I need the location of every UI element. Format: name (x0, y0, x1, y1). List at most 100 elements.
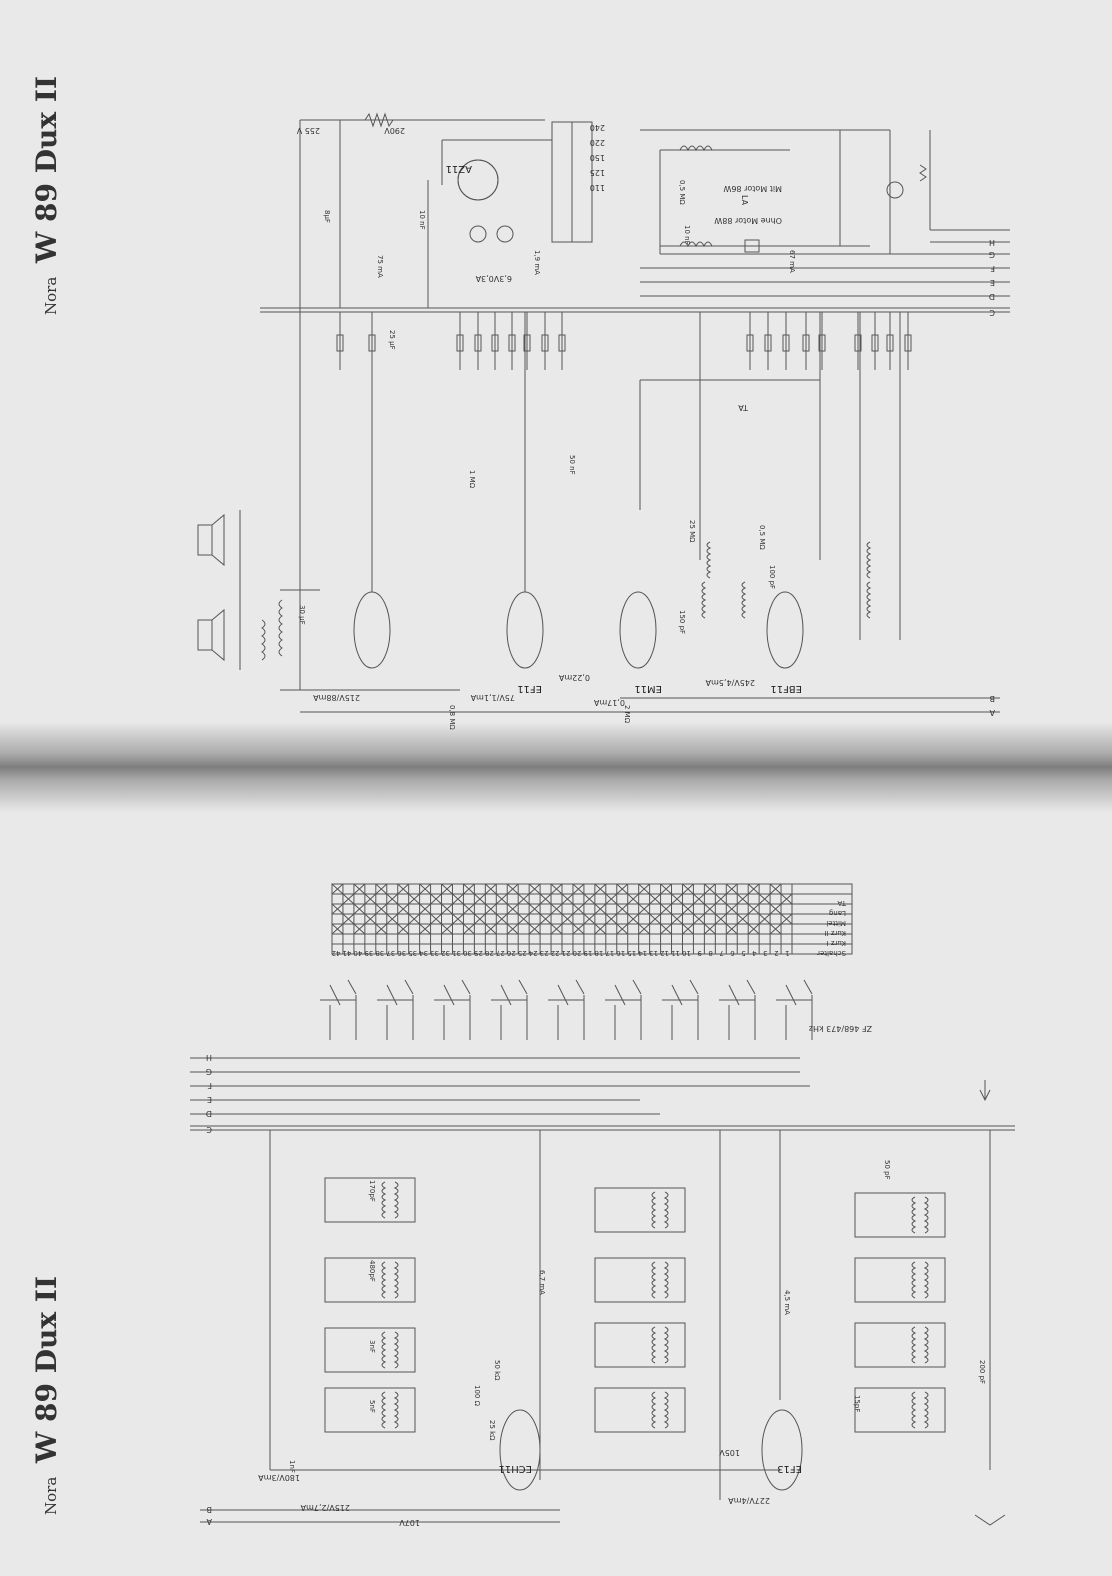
motor-note-2: Ohne Motor 88W (714, 216, 782, 225)
switch-contact-number: 36 (397, 949, 406, 957)
rail-label: B (207, 1505, 213, 1514)
component-label: 10 nF (683, 225, 691, 245)
component-label: 170pF (368, 1180, 376, 1202)
component-label: 0,8 MΩ (448, 705, 456, 730)
transformer-tap-label: 240 (590, 123, 605, 132)
switch-contact-number: 18 (594, 949, 603, 957)
component-label: 1 MΩ (468, 470, 476, 489)
voltage-label: 0,22mA (558, 673, 590, 682)
tube-label-ef11: EF11 (517, 683, 542, 694)
switch-table-row-label: Kurz II (824, 929, 846, 937)
tube-label-ef13: EF13 (777, 1463, 802, 1474)
voltage-label: 245V/4,5mA (705, 678, 755, 687)
component-label: 200 pF (978, 1360, 986, 1384)
component-label: 1,9 mA (533, 250, 541, 275)
switch-contact-number: 31 (452, 949, 461, 957)
component-label: 50 nF (568, 455, 576, 475)
switch-contact-number: 15 (627, 949, 636, 957)
switch-label-la: LA (740, 195, 749, 206)
switch-table-header: Schalter (817, 949, 846, 957)
switch-contact-number: 35 (408, 949, 417, 957)
component-label: 480pF (368, 1260, 376, 1282)
tube-label-em11: EM11 (634, 683, 662, 694)
component-label: 100 Ω (473, 1385, 481, 1407)
component-label: 75 mA (376, 255, 384, 278)
switch-contact-number: 16 (616, 949, 625, 957)
voltage-label: 0,17mA (593, 698, 625, 707)
switch-contact-number: 11 (671, 949, 680, 957)
bottom-sheet-title: Nora W 89 Dux II (20, 1270, 80, 1520)
component-label: 3nF (368, 1340, 376, 1353)
switch-contact-number: 38 (375, 949, 384, 957)
switch-contact-number: 19 (583, 949, 592, 957)
switch-contact-number: 8 (708, 949, 712, 957)
transformer-tap-label: 150 (590, 153, 605, 162)
switch-table-row-label: Kurz I (826, 939, 846, 947)
rail-label: F (207, 1081, 212, 1090)
rail-label: H (206, 1053, 212, 1062)
switch-contact-number: 22 (551, 949, 560, 957)
tube-label-ebf11: EBF11 (770, 683, 802, 694)
rail-label: A (206, 1517, 212, 1526)
rail-label: G (989, 250, 995, 259)
voltage-label: 255 V (296, 126, 320, 135)
switch-contact-number: 2 (774, 949, 778, 957)
transformer-tap-label: 220 (590, 138, 605, 147)
component-label: 4,5 mA (783, 1290, 791, 1315)
switch-contact-number: 25 (518, 949, 527, 957)
switch-contact-number: 30 (463, 949, 472, 957)
rail-label: C (989, 308, 995, 317)
switch-contact-number: 3 (763, 949, 767, 957)
voltage-label: 180V/3mA (258, 1473, 300, 1482)
rail-label: B (990, 694, 996, 703)
voltage-label: 215V/88mA (313, 693, 360, 702)
rail-label: D (989, 292, 995, 301)
switch-contact-number: 41 (343, 949, 352, 957)
component-label: 25 μF (388, 330, 396, 350)
switch-contact-number: 1 (785, 949, 789, 957)
component-label: 67 mA (788, 250, 796, 273)
switch-table-row-label: Lang (829, 909, 846, 917)
voltage-label: 290V (384, 126, 405, 135)
voltage-label: 105V (719, 1448, 740, 1457)
rail-label: D (206, 1109, 212, 1118)
transformer-tap-label: 125 (590, 168, 605, 177)
component-label: 2 MΩ (623, 705, 631, 724)
switch-contact-number: 12 (660, 949, 669, 957)
rail-label: G (206, 1067, 212, 1076)
switch-contact-number: 33 (430, 949, 439, 957)
tube-label-az11: AZ11 (446, 163, 472, 174)
component-label: 10 nF (418, 210, 426, 230)
switch-contact-number: 10 (682, 949, 691, 957)
model-title: W 89 Dux II (30, 1275, 63, 1464)
switch-contact-number: 4 (752, 949, 757, 957)
component-label: 150 pF (678, 610, 686, 634)
component-label: 25 kΩ (488, 1420, 496, 1441)
component-label: 50 pF (883, 1160, 891, 1180)
switch-contact-number: 24 (528, 949, 537, 957)
rail-label: C (206, 1125, 212, 1134)
switch-contact-number: 7 (719, 949, 723, 957)
component-label: 50 kΩ (493, 1360, 501, 1381)
component-label: 8μF (323, 210, 331, 223)
voltage-label: 227V/4mA (728, 1496, 770, 1505)
switch-contact-number: 29 (474, 949, 483, 957)
maker-label: Nora (42, 276, 60, 315)
rail-label: E (207, 1095, 212, 1104)
voltage-label: 215V/2,7mA (300, 1503, 350, 1512)
motor-note-1: Mit Motor 86W (723, 184, 782, 193)
switch-contact-number: 27 (496, 949, 505, 957)
switch-label-ta: TA (738, 403, 749, 412)
switch-contact-number: 40 (353, 949, 362, 957)
top-sheet-title: Nora W 89 Dux II (20, 76, 80, 320)
switch-contact-number: 9 (697, 949, 701, 957)
component-label: 30 μF (298, 605, 306, 625)
rail-label: A (989, 708, 995, 717)
if-note: ZF 468/473 kHz (809, 1024, 872, 1033)
component-label: 0,5 MΩ (678, 180, 686, 205)
switch-contact-number: 26 (506, 949, 515, 957)
component-label: 100 pF (768, 565, 776, 589)
rail-label: F (990, 264, 995, 273)
